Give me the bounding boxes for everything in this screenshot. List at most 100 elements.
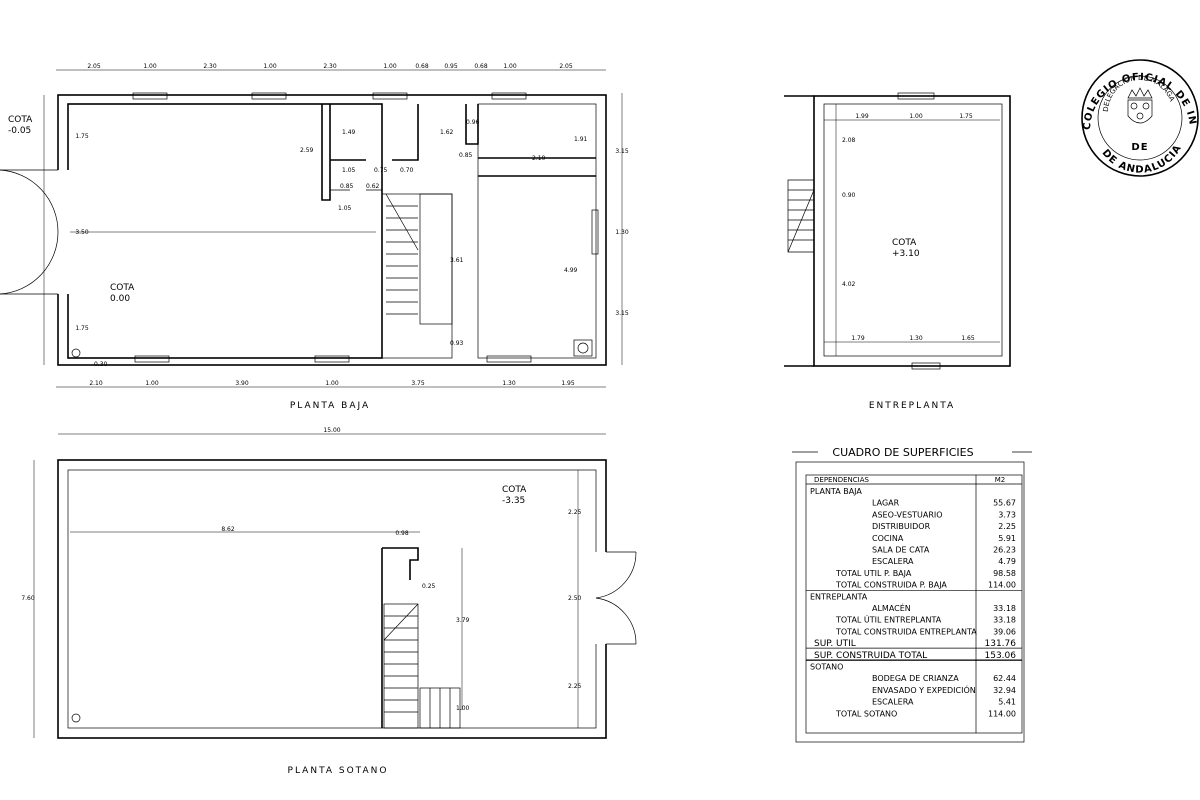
cuadro-row-label: DISTRIBUIDOR (872, 522, 931, 531)
pb-lagar-room (67, 103, 383, 359)
ep-title: ENTREPLANTA (869, 401, 955, 411)
cuadro-row-label: ASEO-VESTUARIO (872, 510, 943, 519)
crown-shield-emblem-icon (1127, 87, 1153, 124)
stamp-outer-ring (1081, 59, 1199, 177)
pb-dim-left: 3.50 (75, 229, 89, 236)
ps-stair (383, 603, 461, 729)
pb-dim-left: 1.75 (75, 325, 89, 332)
ep-dim-left: 2.08 (842, 137, 856, 144)
pb-dim-inner: 2.59 (300, 147, 314, 154)
stamp-center-text: DE (1131, 142, 1148, 153)
pb-dim-inner: 0.70 (400, 167, 414, 174)
pb-dim-top: 0.68 (415, 63, 429, 70)
pb-dim-bottom: 1.00 (325, 380, 339, 387)
cuadro-row-label: SUP. UTIL (814, 639, 856, 649)
ep-dims: 1.99 1.00 1.75 1.79 1.30 1.65 2.08 0.90 … (842, 113, 975, 342)
cuadro-row-label: TOTAL UTIL P. BAJA (835, 569, 912, 578)
pb-dims-bottom: 2.10 1.00 3.90 1.00 3.75 1.30 1.95 (89, 380, 575, 387)
ps-column (71, 713, 81, 723)
ep-stair (787, 179, 815, 253)
pb-dim-inner: 3.61 (450, 257, 464, 264)
cuadro-row-label: ENVASADO Y EXPEDICIÓN (872, 684, 976, 695)
pb-window-4 (491, 92, 527, 100)
cuadro-row-value: 33.18 (993, 604, 1016, 613)
pb-dim-inner: 0.96 (466, 119, 480, 126)
cuadro-row-value: 32.94 (993, 686, 1016, 695)
pb-dim-inner: 1.05 (338, 205, 352, 212)
cuadro-row-label: COCINA (872, 534, 904, 543)
pb-double-door (0, 169, 59, 295)
ps-dim-right: 2.50 (568, 595, 582, 602)
pb-dim-top: 0.95 (444, 63, 458, 70)
pb-cocina-wall (465, 104, 479, 145)
ps-double-door (595, 551, 637, 645)
ps-bodega-room (67, 469, 597, 729)
cuadro-title: CUADRO DE SUPERFICIES (832, 446, 973, 459)
ep-cota-label: COTA (892, 238, 917, 248)
ps-dim-inner: 1.00 (456, 705, 470, 712)
pb-dim-left: 1.75 (75, 133, 89, 140)
cuadro-row-label: ENTREPLANTA (810, 592, 868, 601)
stamp-outer-text: COLEGIO OFICIAL DE INGENIEROS AGRONOMOS (0, 0, 1198, 130)
pb-dim-inner: 1.49 (342, 129, 356, 136)
pb-dim-bottom: 1.95 (561, 380, 575, 387)
pb-dim-bottom: 3.75 (411, 380, 425, 387)
pb-dims-left: 1.75 3.50 1.75 (75, 133, 89, 332)
ep-dim-bottom: 1.79 (851, 335, 865, 342)
cuadro-row-value: 98.58 (993, 569, 1016, 578)
pb-dim-top: 1.00 (503, 63, 517, 70)
cuadro-row-value: 55.67 (993, 499, 1016, 508)
pb-dim-right: 1.30 (615, 229, 629, 236)
ep-dim-top: 1.99 (855, 113, 869, 120)
cuadro-row-label: SUP. CONSTRUIDA TOTAL (814, 651, 927, 661)
pb-dim-inner: 2.10 (532, 155, 546, 162)
pb-core-wall-1 (321, 104, 331, 201)
pb-dim-right: 3.15 (615, 148, 629, 155)
planta-baja-plan: 2.05 1.00 2.30 1.00 2.30 1.00 0.68 0.95 … (0, 63, 629, 411)
pb-dim-top: 2.05 (559, 63, 573, 70)
cuadro-row-label: LAGAR (872, 499, 900, 508)
cuadro-row-label: BODEGA DE CRIANZA (872, 674, 959, 683)
pb-cota-ext-label: COTA (8, 115, 33, 125)
pb-dim-top: 2.30 (203, 63, 217, 70)
pb-dim-top: 2.30 (323, 63, 337, 70)
pb-window-1 (132, 92, 168, 100)
official-stamp: COLEGIO OFICIAL DE INGENIEROS AGRONOMOS … (0, 0, 1199, 177)
pb-cota-label: COTA (110, 283, 135, 293)
entreplanta-plan: 1.99 1.00 1.75 1.79 1.30 1.65 2.08 0.90 … (784, 92, 1011, 411)
pb-outer-wall (57, 94, 607, 366)
pb-dim-bottom: 2.10 (89, 380, 103, 387)
ep-window-bottom (911, 362, 941, 370)
cuadro-row-label: ESCALERA (872, 557, 914, 566)
pb-dim-inner: 1.05 (342, 167, 356, 174)
pb-dim-inner: 1.62 (440, 129, 454, 136)
cuadro-row-label: SOTANO (810, 663, 843, 672)
ps-dim-inner: 3.79 (456, 617, 470, 624)
cuadro-col-m2: M2 (995, 476, 1006, 484)
planta-sotano-plan: 15.00 7.60 2.25 2.50 2.25 8.62 0.98 0.25… (21, 427, 637, 776)
cuadro-row-value: 114.00 (988, 709, 1016, 718)
pb-sala-room (477, 103, 597, 359)
cuadro-row-label: TOTAL SOTANO (835, 709, 897, 718)
pb-column-right (573, 339, 593, 357)
ep-window-top (897, 92, 935, 100)
ps-dims: 15.00 7.60 2.25 2.50 2.25 8.62 0.98 0.25… (21, 427, 581, 712)
pb-dim-top: 0.68 (474, 63, 488, 70)
cuadro-row-value: 2.25 (998, 522, 1016, 531)
pb-dim-inner: 0.85 (340, 183, 354, 190)
cuadro-row-value: 3.73 (998, 510, 1016, 519)
cuadro-row-value: 131.76 (985, 639, 1017, 649)
cuadro-inner-box (805, 474, 1023, 734)
pb-dim-inner: 1.91 (574, 136, 588, 143)
pb-dim-top: 1.00 (143, 63, 157, 70)
ps-dim-right: 2.25 (568, 683, 582, 690)
pb-dims-right: 3.15 1.30 3.15 (615, 148, 629, 317)
pb-dim-inner: 4.99 (564, 267, 578, 274)
ps-dim-inner: 8.62 (221, 526, 235, 533)
pb-cocina-bottom-wall (478, 157, 596, 177)
pb-stair-treads (385, 193, 419, 315)
pb-dim-inner: 0.85 (459, 152, 473, 159)
pb-cota-ext-value: -0.05 (8, 126, 31, 136)
cuadro-row-value: 5.41 (998, 698, 1016, 707)
